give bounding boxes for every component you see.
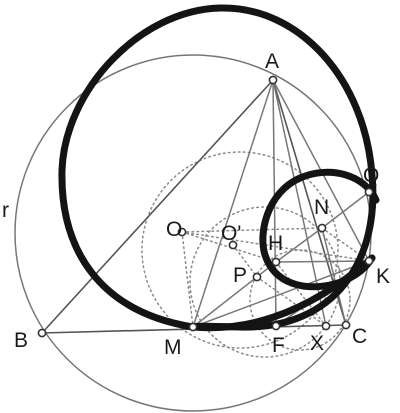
label-b: B <box>14 329 28 352</box>
label-k: K <box>376 265 390 288</box>
bold-lower-arc <box>189 254 376 332</box>
point-k <box>364 256 374 266</box>
bold-spiral-curve <box>58 4 377 331</box>
line-on <box>181 227 323 233</box>
point-p <box>252 272 262 282</box>
label-m: M <box>164 336 182 359</box>
line-nk <box>321 227 370 262</box>
line-oh <box>181 231 277 263</box>
line-nc <box>321 227 347 326</box>
point-o <box>177 227 187 237</box>
point-q <box>364 187 374 197</box>
label-f: F <box>272 334 285 357</box>
label-q: Q <box>363 164 379 187</box>
label-a: A <box>265 50 279 73</box>
line-hx <box>275 261 327 327</box>
line-px <box>256 276 327 327</box>
line-om <box>181 231 194 328</box>
label-h: H <box>268 232 283 255</box>
nine-point-circle <box>141 151 339 349</box>
label-o-prime: O' <box>221 222 241 245</box>
point-n <box>317 223 327 233</box>
line-am <box>192 79 274 328</box>
point-a <box>268 75 278 85</box>
label-r: r <box>2 199 9 222</box>
point-f <box>271 321 281 331</box>
line-hn <box>275 227 323 263</box>
side-ab <box>41 79 274 334</box>
label-p: P <box>233 264 247 287</box>
line-nq <box>321 191 370 229</box>
label-x: X <box>310 332 324 355</box>
label-n: N <box>314 196 329 219</box>
point-c <box>341 320 351 330</box>
label-c: C <box>352 325 367 348</box>
point-h <box>271 257 281 267</box>
line-op-prime <box>232 244 258 278</box>
point-x <box>321 321 331 331</box>
point-o-prime <box>228 240 238 250</box>
line-mh <box>192 261 277 328</box>
line-hk <box>275 260 370 263</box>
line-ok <box>181 231 370 262</box>
point-b <box>37 328 47 338</box>
point-m <box>188 322 198 332</box>
label-o: O <box>166 218 182 241</box>
